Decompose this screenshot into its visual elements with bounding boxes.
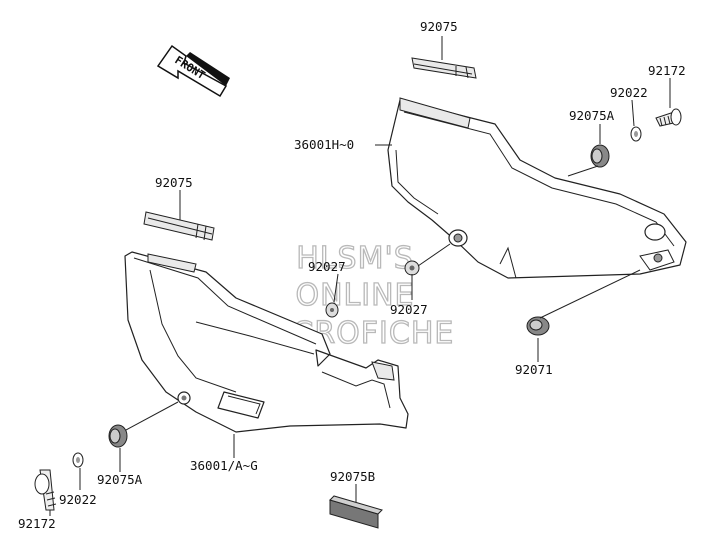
label-92022-bottom: 92022: [59, 492, 97, 507]
label-36001: 36001/A~G: [190, 458, 258, 473]
grommet-92027-b: [404, 260, 420, 276]
label-92027-a: 92027: [308, 259, 346, 274]
label-92075A-top: 92075A: [569, 108, 615, 123]
watermark-line-2: ONLINE: [295, 278, 414, 313]
grommet-92027-a: [325, 302, 339, 318]
label-92172-top: 92172: [648, 63, 686, 78]
label-92027-b: 92027: [390, 302, 428, 317]
label-92022-top: 92022: [610, 85, 648, 100]
label-92075B: 92075B: [330, 469, 375, 484]
front-arrow: FRONT: [156, 44, 230, 98]
grommet-92071: [526, 316, 550, 336]
grommet-92075A-bottom: [108, 424, 128, 448]
screw-92172-top: [655, 108, 682, 127]
label-92075A-bottom: 92075A: [97, 472, 143, 487]
label-92172-bottom: 92172: [18, 516, 56, 531]
grommet-92075A-top: [590, 144, 610, 168]
label-92071: 92071: [515, 362, 553, 377]
lower-side-cover: [124, 251, 409, 433]
upper-side-cover: [387, 97, 687, 279]
watermark-line-1: HLSM'S: [296, 241, 414, 276]
washer-92022-top: [630, 126, 642, 142]
label-92075-top: 92075: [420, 19, 458, 34]
washer-92022-bottom: [72, 452, 84, 468]
leader-lines: [49, 36, 671, 516]
label-36001H: 36001H~0: [294, 137, 354, 152]
part-labels: 92075 92172 92022 92075A 36001H~0 92075 …: [18, 19, 686, 531]
screw-92172-bottom: [34, 469, 57, 511]
strip-92075-left: [143, 211, 215, 241]
strip-92075-top: [411, 57, 477, 79]
label-92075-left: 92075: [155, 175, 193, 190]
pad-92075B: [329, 495, 383, 529]
